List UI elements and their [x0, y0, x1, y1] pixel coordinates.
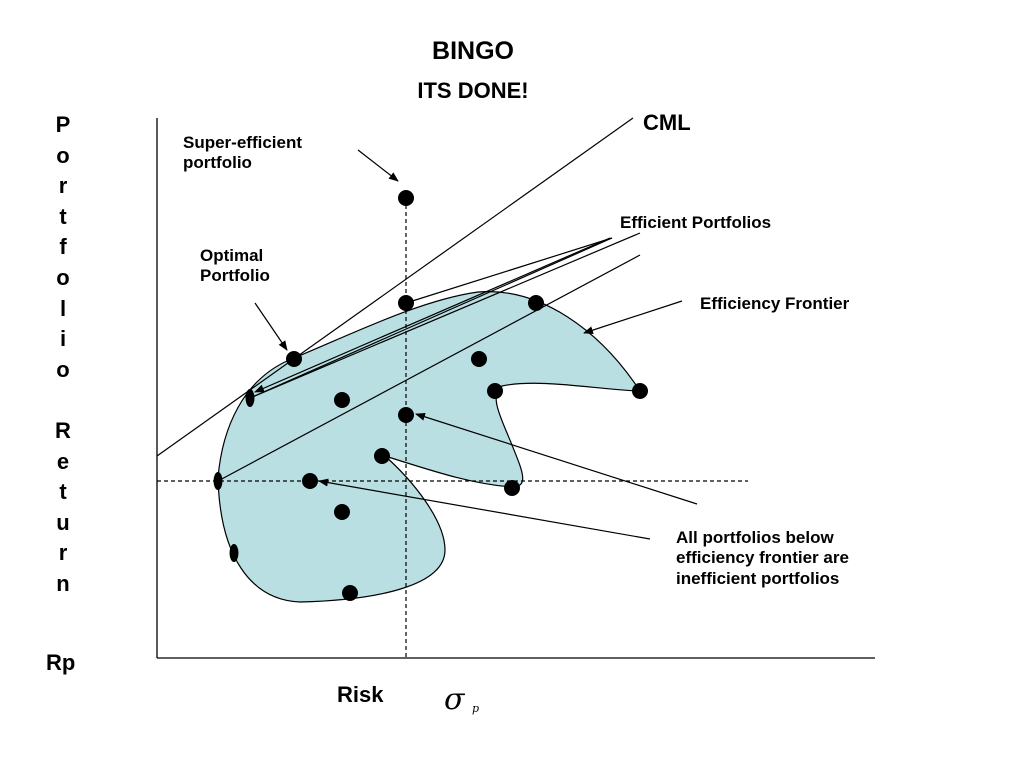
x-axis-label: Risk	[337, 682, 384, 707]
portfolio-dot	[471, 351, 487, 367]
y-axis-symbol: Rp	[46, 650, 76, 675]
y-axis-letter: u	[56, 509, 70, 535]
y-axis-letter: o	[56, 142, 70, 168]
y-axis-letter: e	[56, 448, 70, 474]
frontier-portfolio-dot	[632, 383, 648, 399]
portfolio-dot	[334, 392, 350, 408]
cml-label: CML	[643, 110, 691, 135]
super-efficient-portfolio-dot	[398, 190, 414, 206]
x-axis-symbol-subscript: p	[472, 702, 480, 715]
portfolio-dot	[398, 407, 414, 423]
efficient-line-1	[249, 232, 641, 399]
y-axis-letter	[44, 385, 82, 416]
cml-line	[156, 117, 634, 457]
x-axis-symbol: σ	[444, 682, 465, 717]
y-axis-letter: f	[59, 234, 67, 260]
portfolio-dot	[487, 383, 503, 399]
y-axis-letter: o	[56, 264, 70, 290]
frontier-edge-dot	[213, 472, 223, 490]
diagram-subtitle: ITS DONE!	[417, 78, 529, 103]
y-axis-label: P o r t f o l i o R e t u r n	[44, 110, 82, 600]
frontier-edge-dot	[229, 544, 239, 562]
frontier-edge-dot	[245, 389, 255, 407]
y-axis-letter: n	[56, 570, 70, 596]
y-axis-letter: l	[59, 295, 67, 321]
portfolio-dot	[504, 480, 520, 496]
y-axis-letter: r	[58, 540, 68, 566]
efficient-line-3	[405, 237, 613, 304]
efficiency-frontier-label: Efficiency Frontier	[700, 294, 850, 313]
y-axis-letter: t	[59, 479, 67, 505]
frontier-portfolio-dot	[528, 295, 544, 311]
efficient-portfolios-arrow	[254, 237, 611, 393]
feasible-portfolio-region	[217, 291, 642, 603]
efficient-line-4	[249, 237, 613, 399]
portfolio-dot	[334, 504, 350, 520]
optimal-portfolio-label: Optimal Portfolio	[200, 246, 270, 286]
portfolio-dot	[374, 448, 390, 464]
super-efficient-label: Super-efficient portfolio	[183, 133, 303, 173]
portfolio-dot	[302, 473, 318, 489]
y-axis-letter: t	[59, 203, 67, 229]
y-axis-letter: r	[58, 173, 68, 199]
y-axis-letter: o	[56, 356, 70, 382]
optimal-portfolio-arrow	[254, 302, 288, 351]
super-efficient-arrow	[357, 149, 399, 182]
portfolio-dot	[342, 585, 358, 601]
y-axis-letter: P	[55, 112, 71, 137]
inefficient-arrow-1	[415, 412, 698, 505]
inefficient-portfolios-label: All portfolios below efficiency frontier…	[676, 528, 849, 588]
y-axis-letter: R	[55, 417, 71, 443]
inefficient-arrow-2	[318, 478, 651, 540]
y-axis-letter: i	[59, 326, 67, 352]
efficient-line-2	[217, 254, 641, 482]
efficient-portfolios-label: Efficient Portfolios	[620, 213, 772, 232]
diagram-title: BINGO	[432, 37, 514, 65]
efficiency-frontier-arrow	[583, 300, 683, 335]
optimal-portfolio-dot	[286, 351, 302, 367]
frontier-portfolio-dot	[398, 295, 414, 311]
